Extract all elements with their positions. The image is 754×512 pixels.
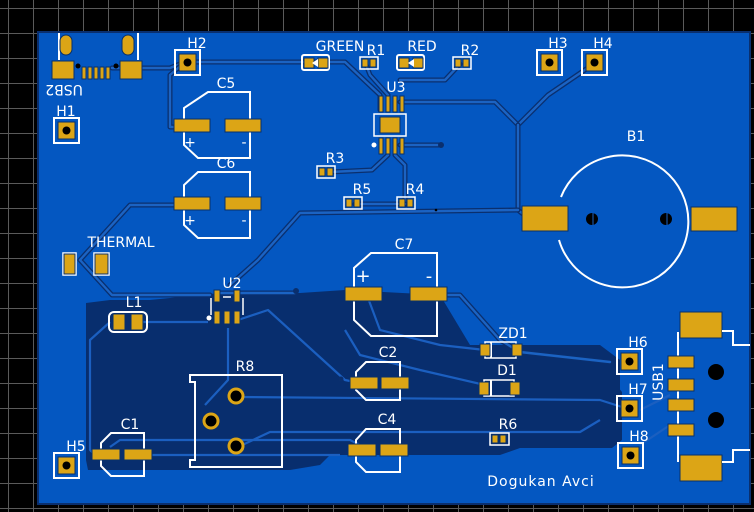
c6-plus-mark: + xyxy=(184,213,196,229)
h3-label: H3 xyxy=(548,36,567,52)
trimmer-r8[interactable]: R8 xyxy=(189,359,283,468)
capacitor-c4[interactable]: C4 xyxy=(347,412,409,473)
diode-d1[interactable]: D1 xyxy=(478,363,521,397)
capacitor-c1[interactable]: C1 xyxy=(91,417,153,477)
r2-label: R2 xyxy=(461,43,480,59)
h4-label: H4 xyxy=(593,36,613,52)
zener-diode-zd1[interactable]: ZD1 xyxy=(479,326,528,359)
resistor-r6[interactable]: R6 xyxy=(489,417,518,446)
c5-label: C5 xyxy=(217,76,236,92)
u2-label: U2 xyxy=(222,276,241,292)
usb1-label: USB1 xyxy=(651,363,667,401)
resistor-r1[interactable]: R1 xyxy=(359,43,386,70)
r1-label: R1 xyxy=(367,43,386,59)
test-point-h7[interactable]: H7 xyxy=(616,382,648,422)
c7-minus-mark: - xyxy=(426,266,433,287)
via xyxy=(293,288,299,294)
h5-label: H5 xyxy=(66,439,85,455)
via xyxy=(338,376,344,382)
red-label: RED xyxy=(407,39,436,55)
test-point-h6[interactable]: H6 xyxy=(616,335,648,375)
green-label: GREEN xyxy=(316,39,365,55)
test-point-h3[interactable]: H3 xyxy=(536,36,568,76)
h2-label: H2 xyxy=(187,36,206,52)
zd1-label: ZD1 xyxy=(498,326,527,342)
c6-minus-mark: - xyxy=(241,213,246,229)
ic-u2[interactable]: U2 xyxy=(206,276,244,325)
r8-label: R8 xyxy=(236,359,255,375)
resistor-r4[interactable]: R4 xyxy=(396,182,425,210)
r3-label: R3 xyxy=(326,151,345,167)
test-point-h8[interactable]: H8 xyxy=(617,429,649,469)
capacitor-c2[interactable]: C2 xyxy=(349,345,410,401)
r4-label: R4 xyxy=(406,182,425,198)
c7-plus-mark: + xyxy=(355,266,370,287)
fiducial-dot xyxy=(434,208,438,212)
resistor-r5[interactable]: R5 xyxy=(343,182,372,210)
l1-label: L1 xyxy=(126,295,143,311)
capacitor-c6[interactable]: + - C6 xyxy=(173,156,262,239)
capacitor-c5[interactable]: + - C5 xyxy=(173,76,262,159)
r5-label: R5 xyxy=(353,182,372,198)
capacitor-c7[interactable]: + - C7 xyxy=(344,237,448,337)
h7-label: H7 xyxy=(628,382,647,398)
test-point-h5[interactable]: H5 xyxy=(53,439,86,479)
b1-label: B1 xyxy=(627,129,646,145)
resistor-r2[interactable]: R2 xyxy=(452,43,480,70)
d1-label: D1 xyxy=(497,363,517,379)
h1-label: H1 xyxy=(56,104,75,120)
led-red[interactable]: RED xyxy=(396,39,437,71)
led-green[interactable]: GREEN xyxy=(301,39,365,71)
thermal-label: THERMAL xyxy=(86,235,154,251)
c7-label: C7 xyxy=(395,237,414,253)
c2-label: C2 xyxy=(379,345,398,361)
usb2-connector[interactable]: USB2 xyxy=(45,33,143,97)
resistor-r3[interactable]: R3 xyxy=(316,151,345,179)
u3-label: U3 xyxy=(386,80,405,96)
c5-minus-mark: - xyxy=(241,135,246,151)
test-point-h1[interactable]: H1 xyxy=(53,104,80,144)
h6-label: H6 xyxy=(628,335,648,351)
thermal-sensor[interactable]: THERMAL xyxy=(62,235,155,276)
h8-label: H8 xyxy=(629,429,648,445)
c4-label: C4 xyxy=(378,412,397,428)
c1-label: C1 xyxy=(121,417,140,433)
c5-plus-mark: + xyxy=(184,135,196,151)
ic-u3[interactable]: U3 xyxy=(371,80,407,155)
usb2-label: USB2 xyxy=(45,81,83,97)
ground-pour-right xyxy=(345,290,620,398)
test-point-h4[interactable]: H4 xyxy=(581,36,613,76)
usb1-connector[interactable]: USB1 xyxy=(651,311,750,482)
via xyxy=(438,142,444,148)
c6-label: C6 xyxy=(217,156,236,172)
author-label: Dogukan Avci xyxy=(487,474,595,490)
inductor-l1[interactable]: L1 xyxy=(108,295,148,333)
r6-label: R6 xyxy=(499,417,518,433)
test-point-h2[interactable]: H2 xyxy=(174,36,207,76)
battery-b1[interactable]: B1 xyxy=(521,129,738,289)
